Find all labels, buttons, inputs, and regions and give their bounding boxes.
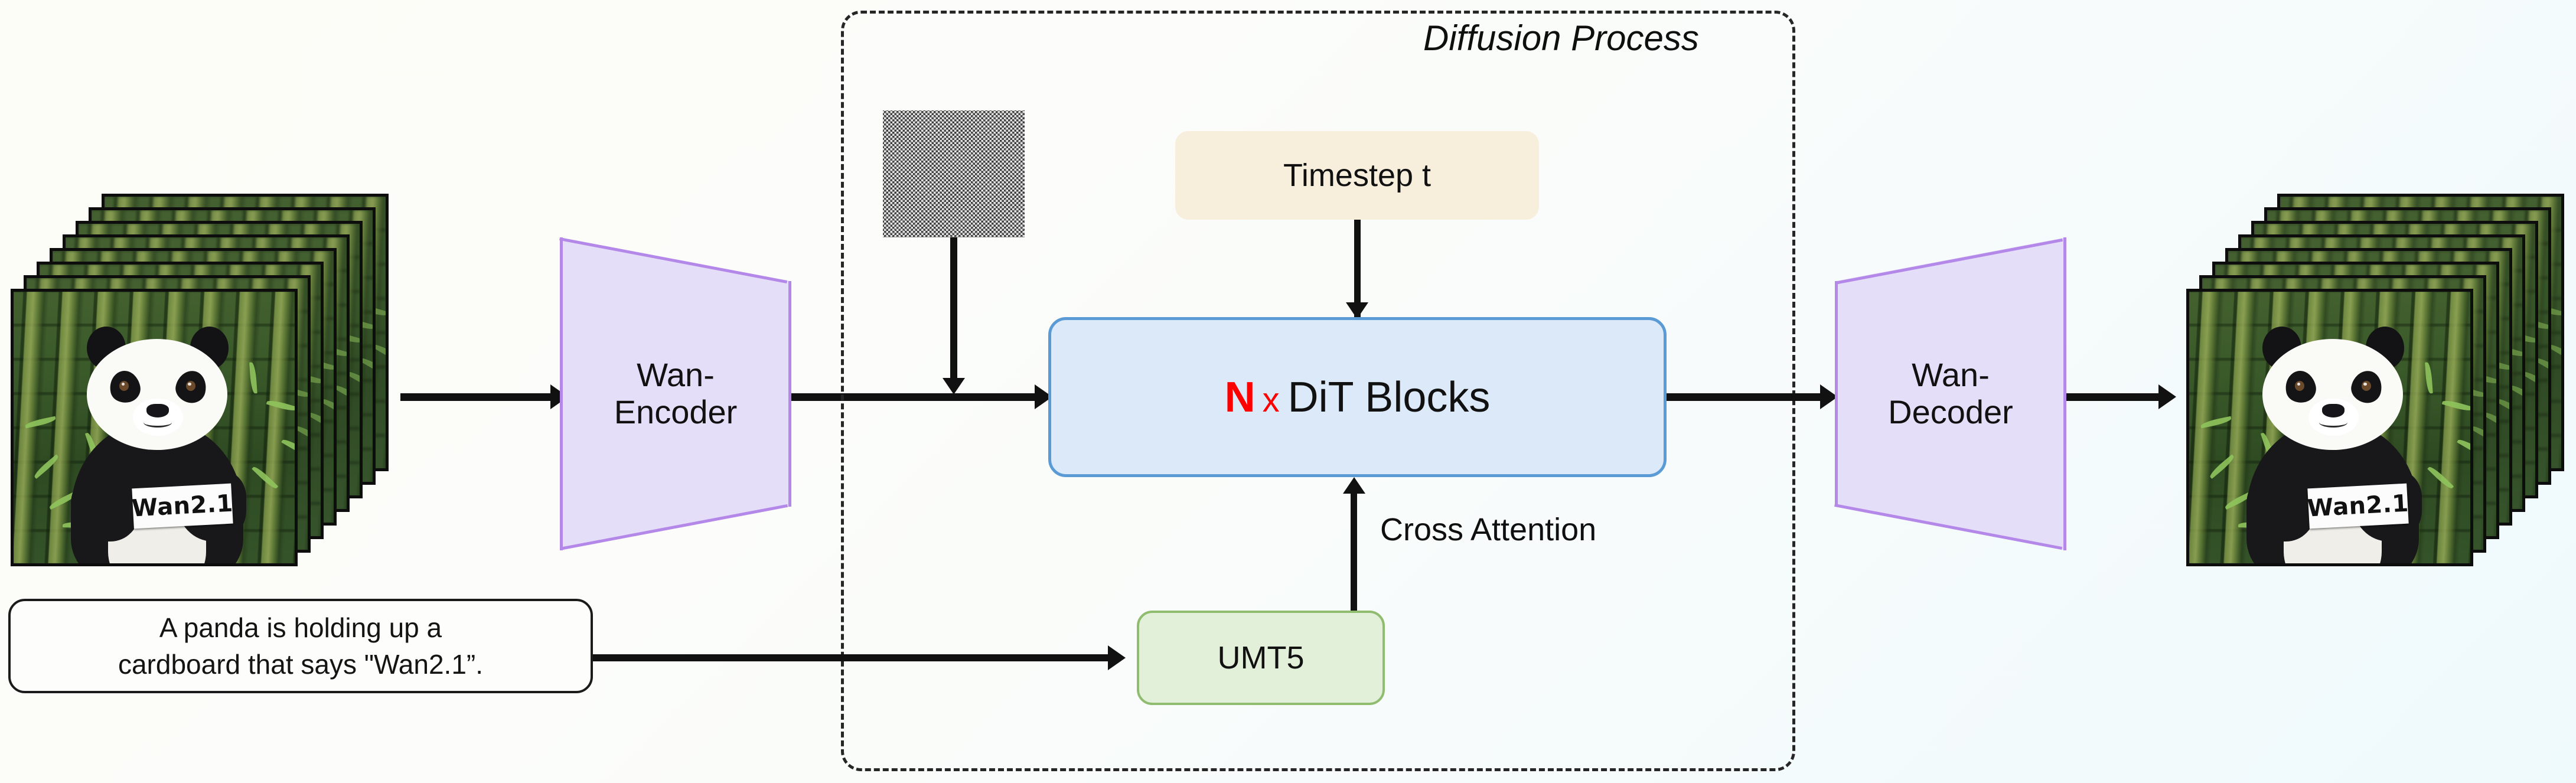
panda-subject: Wan2.1 (2189, 292, 2470, 563)
wan-encoder-block[interactable]: Wan-Encoder (560, 237, 791, 550)
diffusion-process-title: Diffusion Process (1423, 18, 1699, 58)
panda-arm-left (2246, 469, 2316, 541)
wan-encoder-edge-right (788, 281, 791, 507)
arrow-umt5-to-dit-head (1343, 477, 1365, 494)
arrow-noise-to-flow-line (950, 237, 957, 385)
panda-mouth (2319, 417, 2348, 428)
umt5-text-encoder-block[interactable]: UMT5 (1137, 611, 1385, 705)
arrow-timestep-to-dit-head (1346, 302, 1368, 319)
panda-video-frame: Wan2.1 (14, 292, 295, 563)
panda-subject: Wan2.1 (14, 292, 295, 563)
panda-eye-glint-right (2363, 382, 2367, 386)
wan-encoder-label: Wan-Encoder (614, 356, 738, 430)
arrow-prompt-to-umt5-line (593, 654, 1116, 661)
arrow-input-to-encoder-line (400, 393, 561, 401)
panda-eye-glint-right (188, 382, 191, 386)
arrow-umt5-to-dit-line (1351, 493, 1357, 611)
timestep-label: Timestep t (1283, 158, 1432, 193)
panda-video-frame: Wan2.1 (2189, 292, 2470, 563)
arrow-decoder-to-output-head (2158, 384, 2176, 409)
dit-x-symbol: x (1262, 380, 1280, 419)
arrow-dit-to-decoder-line (1667, 393, 1832, 401)
arrow-noise-to-flow-head (943, 378, 965, 394)
dit-n-multiplier: N (1224, 373, 1256, 421)
arrow-decoder-to-output-line (2066, 393, 2170, 401)
panda-eye-glint-left (121, 382, 125, 386)
input-video-frames: Wan2.1 (11, 194, 400, 569)
arrow-encoder-to-dit-line (791, 393, 1044, 401)
panda-nose (146, 404, 169, 417)
wan-decoder-block[interactable]: Wan-Decoder (1835, 237, 2066, 550)
wan-decoder-edge-right (2063, 237, 2066, 550)
wan-decoder-edge-left (1835, 281, 1838, 507)
panda-arm-left (71, 469, 140, 541)
timestep-block[interactable]: Timestep t (1175, 131, 1539, 220)
wan-decoder-label: Wan-Decoder (1888, 356, 2013, 430)
gaussian-noise-patch (883, 110, 1025, 237)
dit-blocks-text: DiT Blocks (1287, 373, 1491, 421)
arrow-timestep-to-dit-line (1354, 220, 1361, 317)
wan-encoder-edge-left (560, 237, 563, 550)
umt5-label: UMT5 (1217, 640, 1305, 676)
output-video-frames: Wan2.1 (2186, 194, 2568, 569)
video-frame-front: Wan2.1 (11, 289, 298, 566)
arrow-prompt-to-umt5-head (1108, 645, 1126, 670)
diffusion-process-container (841, 11, 1795, 771)
panda-eye-glint-left (2297, 382, 2301, 386)
cross-attention-label: Cross Attention (1380, 512, 1597, 547)
video-frame-front: Wan2.1 (2186, 289, 2473, 566)
panda-nose (2321, 404, 2345, 417)
panda-sign: Wan2.1 (2307, 483, 2409, 529)
panda-mouth (143, 417, 172, 428)
panda-sign: Wan2.1 (131, 483, 233, 529)
